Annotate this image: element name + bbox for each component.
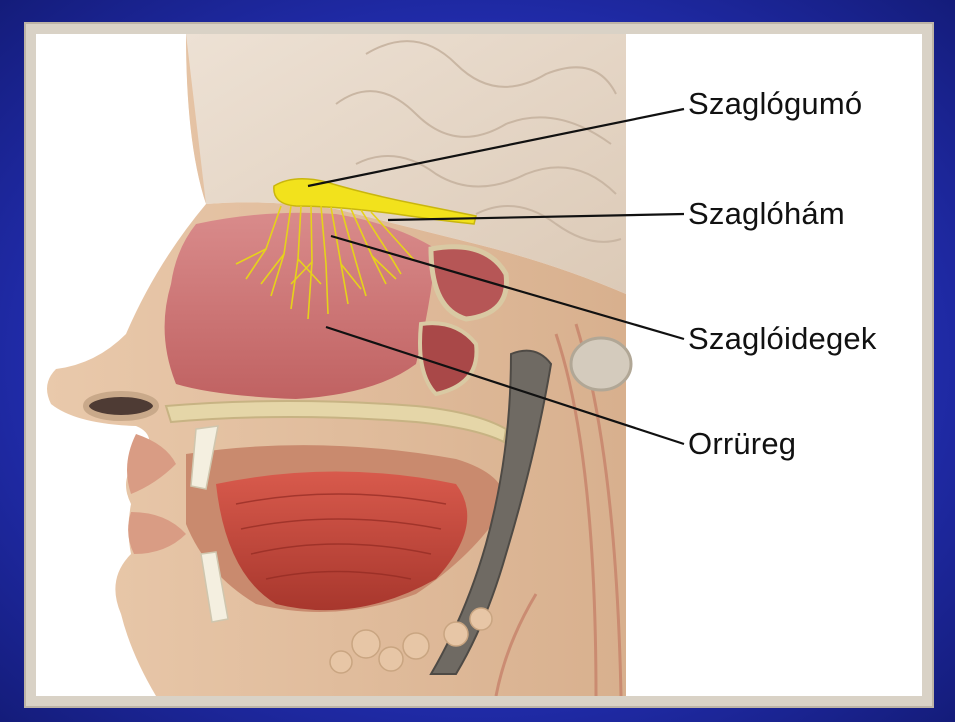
label-olfactory-bulb: Szaglógumó xyxy=(688,86,862,122)
label-olfactory-epithelium: Szaglóhám xyxy=(688,196,845,232)
nasal-cavity xyxy=(165,213,436,399)
label-nasal-cavity: Orrüreg xyxy=(688,426,796,462)
head-cross-section-illustration xyxy=(36,34,922,696)
nostril xyxy=(86,394,156,418)
diagram-panel: Szaglógumó Szaglóhám Szaglóidegek Orrüre… xyxy=(36,34,922,696)
label-olfactory-nerves: Szaglóidegek xyxy=(688,321,877,357)
vertebra xyxy=(571,338,631,390)
image-frame: Szaglógumó Szaglóhám Szaglóidegek Orrüre… xyxy=(24,22,934,708)
